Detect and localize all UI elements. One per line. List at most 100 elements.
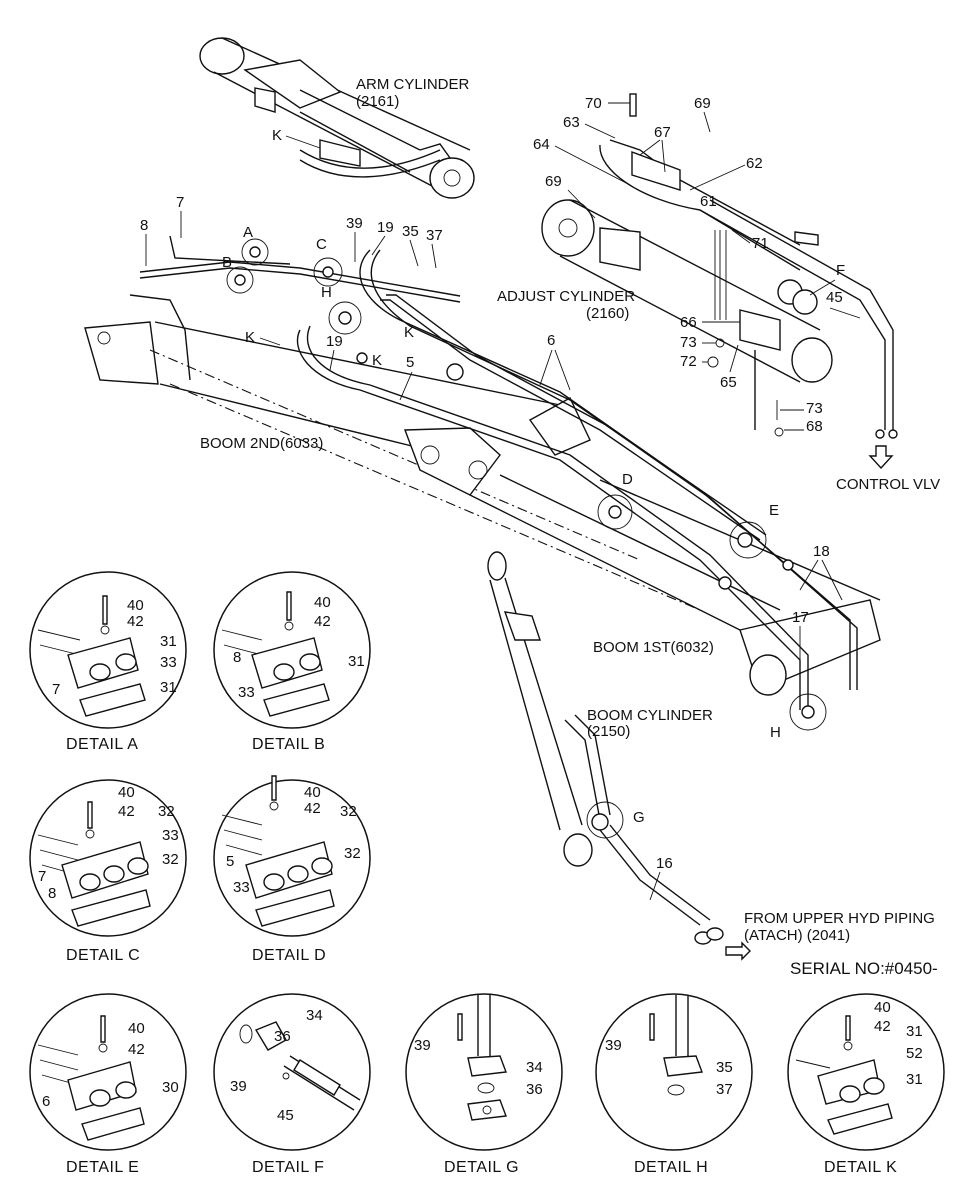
callout-h-top: H (321, 284, 332, 301)
detail-c-callout-33: 33 (162, 827, 179, 844)
detail-f-callout-39: 39 (230, 1078, 247, 1095)
detail-e-title: DETAIL E (66, 1159, 139, 1176)
callout-f: F (836, 262, 845, 279)
detail-d-callout-40: 40 (304, 784, 321, 801)
callout-6: 6 (547, 332, 555, 349)
callout-5: 5 (406, 354, 414, 371)
callout-c: C (316, 236, 327, 253)
detail-c-callout-8: 8 (48, 885, 56, 902)
callout-8: 8 (140, 217, 148, 234)
detail-b-callout-31: 31 (348, 653, 365, 670)
callout-67: 67 (654, 124, 671, 141)
callout-65: 65 (720, 374, 737, 391)
callout-39: 39 (346, 215, 363, 232)
detail-g-callout-34: 34 (526, 1059, 543, 1076)
callout-k-2: K (245, 329, 255, 346)
detail-b-callout-8: 8 (233, 649, 241, 666)
detail-e-callout-42: 42 (128, 1041, 145, 1058)
callout-69-mid: 69 (545, 173, 562, 190)
detail-f-title: DETAIL F (252, 1159, 324, 1176)
callout-17: 17 (792, 609, 809, 626)
detail-e-callout-40: 40 (128, 1020, 145, 1037)
detail-b-title: DETAIL B (252, 736, 325, 753)
callout-37: 37 (426, 227, 443, 244)
detail-h-callout-35: 35 (716, 1059, 733, 1076)
callout-7: 7 (176, 194, 184, 211)
detail-k-callout-42: 42 (874, 1018, 891, 1035)
detail-k-callout-31b: 31 (906, 1071, 923, 1088)
adjust-cylinder-label: ADJUST CYLINDER (497, 288, 635, 305)
callout-19-mid: 19 (326, 333, 343, 350)
detail-k: 40 42 31 52 31 DETAIL K (787, 993, 945, 1176)
detail-k-title: DETAIL K (824, 1159, 897, 1176)
detail-f: 36 34 39 45 DETAIL F (213, 993, 371, 1176)
arm-cylinder-code: (2161) (356, 93, 399, 110)
detail-e-callout-30: 30 (162, 1079, 179, 1096)
detail-a-title: DETAIL A (66, 736, 138, 753)
callout-66: 66 (680, 314, 697, 331)
adjust-cylinder-drawing (541, 139, 898, 439)
callout-68: 68 (806, 418, 823, 435)
from-upper-line1: FROM UPPER HYD PIPING (744, 910, 935, 927)
detail-c-callout-42: 42 (118, 803, 135, 820)
callout-45: 45 (826, 289, 843, 306)
serial-number: SERIAL NO:#0450- (790, 959, 938, 978)
callout-g: G (633, 809, 645, 826)
adjust-cylinder-code: (2160) (586, 305, 629, 322)
detail-k-callout-40: 40 (874, 999, 891, 1016)
callout-h-bottom: H (770, 724, 781, 741)
callout-18: 18 (813, 543, 830, 560)
callout-73-b: 73 (806, 400, 823, 417)
boom-2nd-label: BOOM 2ND(6033) (200, 435, 323, 452)
detail-k-callout-31: 31 (906, 1023, 923, 1040)
arm-cylinder-drawing (199, 37, 475, 199)
detail-c: 40 42 32 33 32 7 8 DETAIL C (29, 779, 187, 964)
detail-f-callout-36: 36 (274, 1028, 291, 1045)
detail-h: 39 35 37 DETAIL H (595, 993, 753, 1176)
detail-b: 40 42 8 31 33 DETAIL B (213, 571, 371, 753)
callout-73-a: 73 (680, 334, 697, 351)
arrow-down-icon (868, 445, 894, 470)
detail-h-title: DETAIL H (634, 1159, 708, 1176)
detail-f-callout-34: 34 (306, 1007, 323, 1024)
boom-cylinder-code: (2150) (587, 723, 630, 740)
detail-g-title: DETAIL G (444, 1159, 519, 1176)
detail-c-callout-32: 32 (158, 803, 175, 820)
detail-d-callout-5: 5 (226, 853, 234, 870)
detail-a-callout-31b: 31 (160, 679, 177, 696)
detail-c-callout-40: 40 (118, 784, 135, 801)
callout-35: 35 (402, 223, 419, 240)
callout-19-top: 19 (377, 219, 394, 236)
detail-a-callout-7: 7 (52, 681, 60, 698)
detail-g-callout-36: 36 (526, 1081, 543, 1098)
callout-d: D (622, 471, 633, 488)
callout-k-1: K (272, 127, 282, 144)
callout-62: 62 (746, 155, 763, 172)
detail-a-callout-33: 33 (160, 654, 177, 671)
detail-d-callout-33: 33 (233, 879, 250, 896)
detail-a-callout-31: 31 (160, 633, 177, 650)
callout-k-4: K (372, 352, 382, 369)
control-vlv-label: CONTROL VLV (836, 476, 940, 493)
callout-71: 71 (752, 235, 769, 252)
detail-f-callout-45: 45 (277, 1107, 294, 1124)
callout-16: 16 (656, 855, 673, 872)
callout-72: 72 (680, 353, 697, 370)
arrow-icon (725, 941, 751, 961)
detail-h-callout-39: 39 (605, 1037, 622, 1054)
detail-g-callout-39: 39 (414, 1037, 431, 1054)
detail-c-callout-7: 7 (38, 868, 46, 885)
callout-e: E (769, 502, 779, 519)
callout-69-top: 69 (694, 95, 711, 112)
detail-d-callout-32: 32 (340, 803, 357, 820)
callout-61: 61 (700, 193, 717, 210)
boom-piping-drawing (139, 235, 858, 731)
detail-b-callout-33: 33 (238, 684, 255, 701)
detail-b-callout-42: 42 (314, 613, 331, 630)
detail-d-callout-32b: 32 (344, 845, 361, 862)
from-upper-line2: (ATACH) (2041) (744, 927, 850, 944)
detail-a-callout-40: 40 (127, 597, 144, 614)
boom-cylinder-label: BOOM CYLINDER (587, 707, 713, 724)
boom-1st-label: BOOM 1ST(6032) (593, 639, 714, 656)
detail-g: 39 34 36 DETAIL G (405, 993, 563, 1176)
